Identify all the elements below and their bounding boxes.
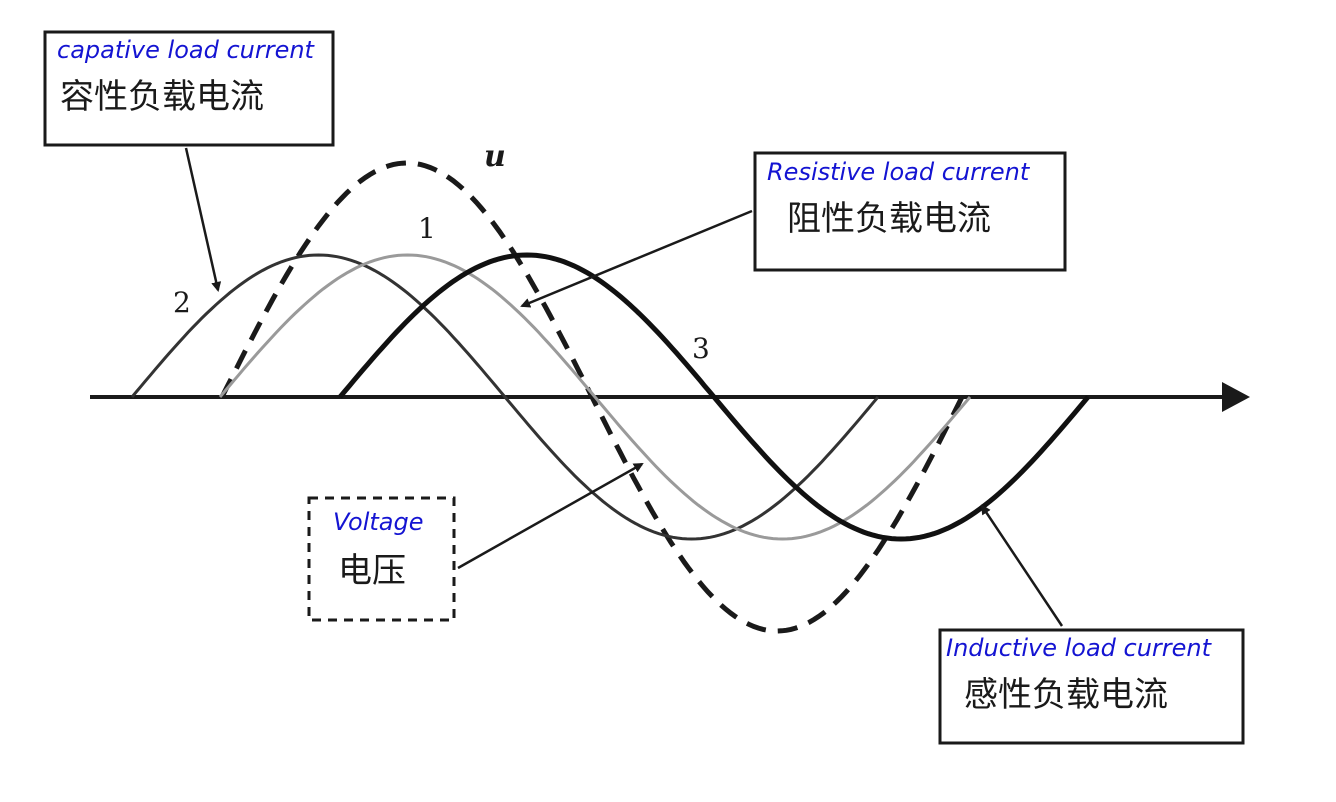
voltage-curve [219,160,965,634]
resistive-current-curve [218,253,972,541]
capacitive-current-curve [130,253,880,541]
inductive-current-curve [338,252,1090,542]
curve-number-3: 3 [692,332,710,365]
resistive-label-en: Resistive load current [767,158,1031,186]
voltage-label-en: Voltage [333,508,423,536]
inductive-label-box [938,628,1245,745]
curve-number-2: 2 [173,286,191,319]
inductive-leader-arrow [980,504,1064,627]
voltage-leader-arrow [457,462,644,570]
time-axis-arrowhead [1222,382,1250,412]
resistive-leader-arrow [520,209,753,308]
resistive-label-box [753,151,1067,272]
curve-number-1: 1 [418,212,436,245]
capacitive-label-cn: 容性负载电流 [60,77,264,117]
inductive-label-en: Inductive load current [946,634,1213,662]
capacitive-label-en: capative load current [57,36,316,64]
voltage-symbol: u [484,139,506,174]
voltage-label-cn: 电压 [338,551,406,591]
resistive-label-cn: 阻性负载电流 [787,199,991,239]
capacitive-leader-arrow [184,147,222,292]
capacitive-label-box [43,30,335,147]
voltage-label-box [307,496,456,622]
inductive-label-cn: 感性负载电流 [964,675,1168,715]
